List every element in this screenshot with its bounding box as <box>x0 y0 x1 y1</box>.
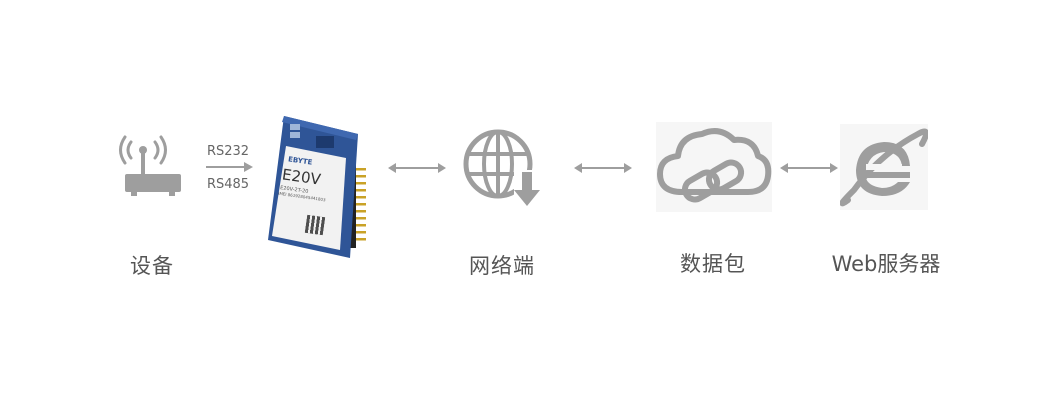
cloud-link-icon <box>656 122 772 212</box>
right-arrow-icon <box>204 160 256 174</box>
e20v-module-board <box>268 116 366 258</box>
device-label: 设备 <box>130 254 174 278</box>
qr-code-icon <box>304 214 326 236</box>
ie-browser-icon <box>840 124 928 210</box>
device-node <box>117 128 183 200</box>
double-arrow-icon <box>778 161 840 175</box>
packet-node <box>656 122 772 212</box>
packet-label: 数据包 <box>680 252 746 276</box>
server-node <box>840 124 928 210</box>
globe-download-icon <box>463 129 540 210</box>
network-node <box>460 124 546 210</box>
protocol-label-rs232: RS232 <box>206 144 250 159</box>
server-label: Web服务器 <box>831 252 941 276</box>
module-node: EBYTE E20V E20V-2T-20 IMEI 8619280454418… <box>266 112 372 262</box>
double-arrow-icon <box>386 161 448 175</box>
protocol-label-rs485: RS485 <box>206 177 250 192</box>
router-antenna-icon <box>119 135 181 196</box>
network-label: 网络端 <box>469 254 535 278</box>
double-arrow-icon <box>572 161 634 175</box>
